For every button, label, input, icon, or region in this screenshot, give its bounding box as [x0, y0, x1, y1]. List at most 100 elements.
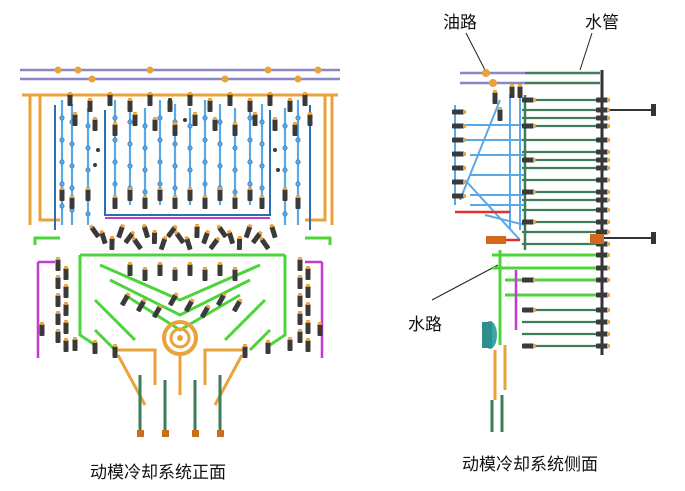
connector-fitting — [305, 284, 311, 298]
connector-fitting — [596, 97, 610, 103]
pipe-bead — [127, 119, 133, 125]
connector-fitting — [251, 230, 263, 244]
connector-fitting — [168, 292, 179, 307]
connector-body — [452, 193, 464, 199]
connector-body — [305, 286, 311, 298]
connector-fitting — [297, 293, 303, 307]
connector-tip — [248, 187, 252, 190]
connector-body — [63, 286, 69, 298]
connector-tip — [189, 298, 195, 303]
connector-fitting — [152, 117, 158, 131]
connector-fitting — [305, 266, 311, 280]
connector-tip — [288, 337, 292, 340]
connector-tip — [463, 194, 466, 198]
connector-fitting — [92, 117, 98, 131]
connector-body — [55, 313, 61, 325]
connector-fitting — [202, 267, 208, 281]
connector-fitting — [297, 311, 303, 325]
connector-body — [596, 307, 608, 313]
connector-fitting — [305, 320, 311, 334]
connector-tip — [607, 242, 610, 246]
connector-tip — [60, 187, 64, 190]
connector-tip — [152, 229, 157, 234]
connector-body — [55, 277, 61, 289]
side-view — [431, 32, 656, 432]
side-water-path — [492, 250, 600, 345]
front-connectors — [39, 92, 323, 358]
front-orange-hub — [162, 320, 198, 356]
connector-tip — [233, 267, 237, 270]
connector-tip — [64, 338, 68, 341]
front-orange-lower — [115, 348, 245, 406]
side-leader-lines — [431, 32, 593, 301]
pipe-bead — [259, 119, 265, 125]
connector-fitting — [596, 149, 610, 155]
connector-fitting — [201, 229, 210, 245]
pipe-bead — [127, 141, 133, 147]
front-blue-pipes — [59, 100, 301, 225]
connector-tip — [173, 195, 177, 198]
connector-body — [251, 232, 262, 244]
connector-body — [522, 157, 534, 163]
pipe-bead — [295, 115, 301, 121]
connector-body — [89, 226, 101, 238]
connector-body — [201, 231, 210, 245]
connector-tip — [607, 116, 610, 120]
connector-tip — [306, 284, 310, 287]
connector-fitting — [72, 337, 78, 351]
connector-body — [187, 94, 193, 106]
connector-tip — [303, 92, 307, 95]
connector-fitting — [63, 302, 69, 316]
pipe-bead — [247, 137, 253, 143]
pipe-bead — [259, 141, 265, 147]
connector-tip — [133, 112, 137, 115]
connector-body — [92, 119, 98, 131]
pipe-bead — [59, 115, 65, 121]
connector-body — [452, 123, 464, 129]
connector-tip — [218, 187, 222, 190]
pipe-bead — [282, 167, 288, 173]
connector-tip — [306, 266, 310, 269]
connector-fitting — [157, 262, 163, 276]
pipe-bead — [282, 123, 288, 129]
connector-fitting — [141, 223, 150, 239]
connector-fitting — [112, 122, 118, 136]
connector-tip — [248, 98, 252, 101]
connector-tip — [88, 98, 92, 101]
connector-fitting — [87, 98, 93, 112]
connector-tip — [56, 311, 60, 314]
connector-tip — [308, 112, 312, 115]
connector-body — [236, 237, 243, 251]
connector-fitting — [187, 92, 193, 106]
connector-tip — [533, 158, 536, 162]
connector-tip — [226, 229, 232, 234]
front-bottom-nozzles — [137, 430, 224, 437]
connector-body — [297, 331, 303, 343]
connector-tip — [213, 117, 217, 120]
side-right-caps — [651, 104, 656, 244]
connector-body — [136, 299, 146, 313]
connector-fitting — [88, 224, 101, 238]
pipe-bead — [247, 115, 253, 121]
connector-tip — [218, 262, 222, 265]
connector-body — [172, 197, 178, 209]
connector-body — [202, 269, 208, 281]
connector-fitting — [452, 109, 466, 115]
connector-tip — [607, 198, 610, 202]
connector-body — [167, 100, 173, 112]
connector-body — [232, 299, 242, 313]
caption-side: 动模冷却系统侧面 — [462, 455, 598, 475]
connector-body — [297, 259, 303, 271]
connector-body — [172, 269, 178, 281]
connector-tip — [93, 117, 97, 120]
connector-body — [492, 92, 498, 104]
connector-tip — [298, 293, 302, 296]
connector-fitting — [522, 277, 536, 283]
connector-fitting — [492, 90, 498, 104]
pipe-bead — [112, 181, 118, 187]
connector-body — [208, 238, 220, 250]
connector-tip — [173, 224, 178, 230]
connector-fitting — [242, 344, 248, 358]
connector-tip — [64, 302, 68, 305]
connector-body — [282, 189, 288, 201]
